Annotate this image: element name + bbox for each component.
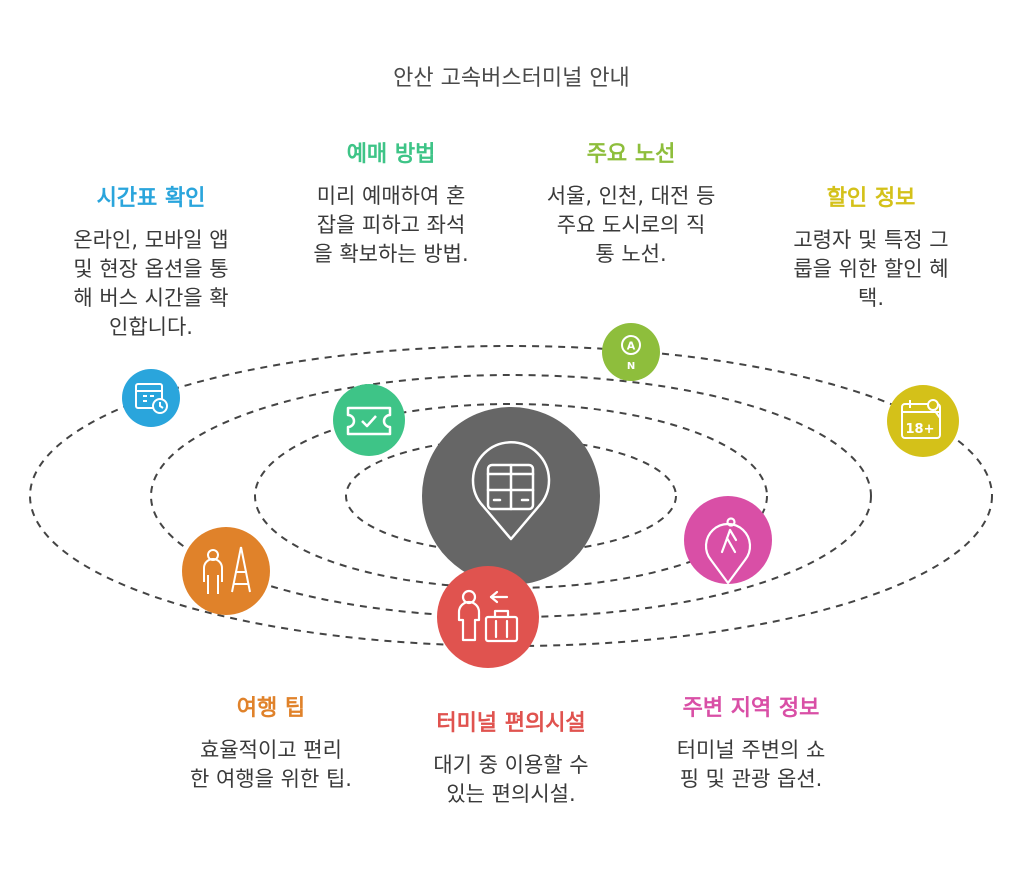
routes-block: 주요 노선 서울, 인천, 대전 등 주요 도시로의 직 통 노선. xyxy=(519,136,743,269)
discount-node: 18+ xyxy=(887,385,959,457)
travel-label: 여행 팁 xyxy=(236,696,306,721)
compass-icon: A N xyxy=(621,335,641,372)
schedule-desc-line: 및 현장 옵션을 통 xyxy=(73,257,229,281)
compass-letter-n: N xyxy=(627,361,635,372)
facilities-block: 터미널 편의시설 대기 중 이용할 수 있는 편의시설. xyxy=(390,705,632,809)
calendar-clock-icon xyxy=(135,383,168,414)
facilities-desc-line: 대기 중 이용할 수 xyxy=(433,753,589,777)
nearby-node xyxy=(684,496,772,585)
ticket-icon xyxy=(346,406,392,436)
travel-desc-line: 효율적이고 편리 xyxy=(200,738,342,762)
schedule-desc-line: 인합니다. xyxy=(109,315,193,339)
discount-desc-line: 고령자 및 특정 그 xyxy=(793,228,949,252)
discount-desc: 고령자 및 특정 그 룹을 위한 할인 혜 택. xyxy=(758,226,984,313)
booking-block: 예매 방법 미리 예매하여 혼 잡을 피하고 좌석 을 확보하는 방법. xyxy=(280,136,502,269)
discount-label: 할인 정보 xyxy=(826,186,916,211)
booking-node xyxy=(333,384,405,456)
routes-desc-line: 주요 도시로의 직 xyxy=(556,213,706,237)
nearby-desc-line: 핑 및 관광 옵션. xyxy=(679,767,823,791)
schedule-block: 시간표 확인 온라인, 모바일 앱 및 현장 옵션을 통 해 버스 시간을 확 … xyxy=(40,180,262,342)
schedule-desc-line: 해 버스 시간을 확 xyxy=(73,286,229,310)
nearby-desc: 터미널 주변의 쇼 핑 및 관광 옵션. xyxy=(630,736,872,794)
page-title: 안산 고속버스터미널 안내 xyxy=(393,66,630,91)
schedule-label: 시간표 확인 xyxy=(96,186,206,211)
facilities-node xyxy=(437,566,539,668)
booking-desc-line: 을 확보하는 방법. xyxy=(313,242,469,266)
facilities-desc: 대기 중 이용할 수 있는 편의시설. xyxy=(390,751,632,809)
booking-desc: 미리 예매하여 혼 잡을 피하고 좌석 을 확보하는 방법. xyxy=(280,182,502,269)
walking-pin-icon xyxy=(704,517,752,585)
schedule-node xyxy=(122,369,180,427)
booking-desc-line: 미리 예매하여 혼 xyxy=(316,184,466,208)
schedule-desc-line: 온라인, 모바일 앱 xyxy=(73,228,229,252)
nearby-desc-line: 터미널 주변의 쇼 xyxy=(676,738,826,762)
booking-label: 예매 방법 xyxy=(346,142,436,167)
discount-block: 할인 정보 고령자 및 특정 그 룹을 위한 할인 혜 택. xyxy=(758,180,984,313)
travel-node xyxy=(182,527,270,615)
booking-desc-line: 잡을 피하고 좌석 xyxy=(316,213,466,237)
nearby-block: 주변 지역 정보 터미널 주변의 쇼 핑 및 관광 옵션. xyxy=(630,690,872,794)
bus-location-icon xyxy=(471,441,551,541)
facilities-desc-line: 있는 편의시설. xyxy=(446,782,576,806)
travel-desc: 효율적이고 편리 한 여행을 위한 팁. xyxy=(150,736,392,794)
discount-desc-line: 택. xyxy=(858,286,884,310)
travel-block: 여행 팁 효율적이고 편리 한 여행을 위한 팁. xyxy=(150,690,392,794)
compass-letter-a: A xyxy=(627,340,636,353)
age-limit-text: 18+ xyxy=(906,422,935,437)
orbit-ring-4 xyxy=(29,345,993,647)
travel-desc-line: 한 여행을 위한 팁. xyxy=(190,767,352,791)
orbit-ring-3 xyxy=(150,374,872,618)
nearby-label: 주변 지역 정보 xyxy=(682,696,820,721)
routes-desc: 서울, 인천, 대전 등 주요 도시로의 직 통 노선. xyxy=(519,182,743,269)
age-discount-icon: 18+ xyxy=(901,399,941,439)
center-node xyxy=(422,407,600,585)
routes-node: A N xyxy=(602,323,660,381)
routes-label: 주요 노선 xyxy=(586,142,676,167)
schedule-desc: 온라인, 모바일 앱 및 현장 옵션을 통 해 버스 시간을 확 인합니다. xyxy=(40,226,262,342)
facilities-label: 터미널 편의시설 xyxy=(436,711,586,736)
routes-desc-line: 통 노선. xyxy=(595,242,667,266)
routes-desc-line: 서울, 인천, 대전 등 xyxy=(546,184,716,208)
discount-desc-line: 룹을 위한 할인 혜 xyxy=(793,257,949,281)
person-luggage-icon xyxy=(457,589,519,643)
traveler-eiffel-icon xyxy=(203,546,251,594)
